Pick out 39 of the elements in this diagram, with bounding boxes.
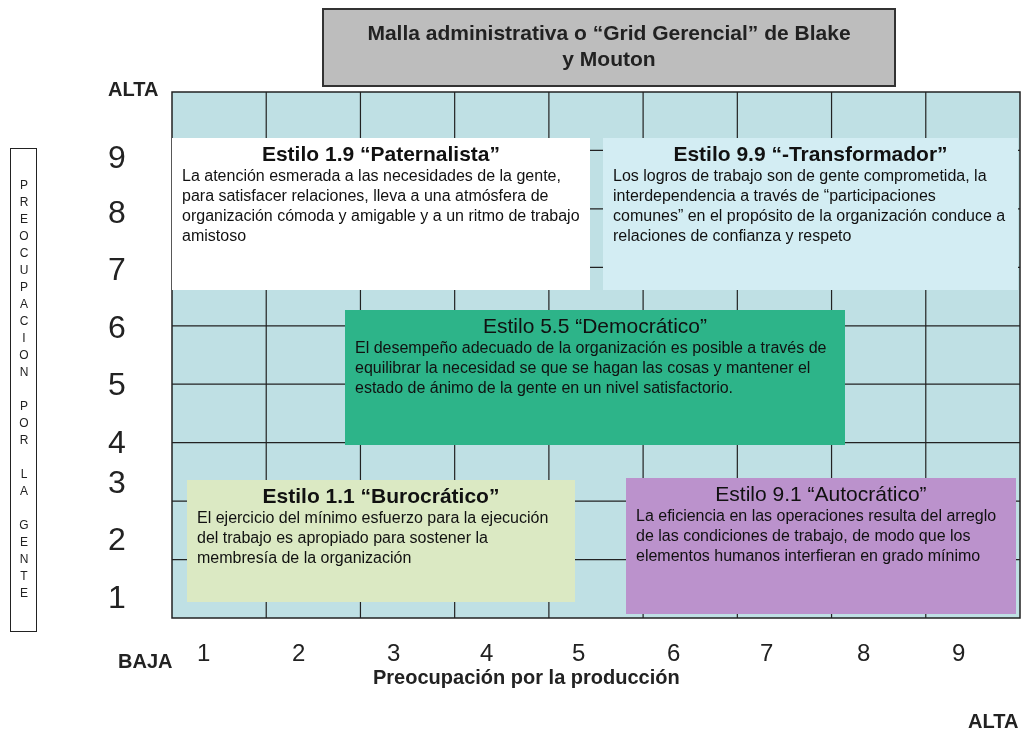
style-heading: Estilo 9.9 “-Transformador” <box>672 142 949 166</box>
style-box <box>345 310 845 445</box>
axis-tick-label: 5 <box>572 638 586 668</box>
axis-end-label: ALTA <box>108 78 159 101</box>
style-heading: Estilo 1.1 “Burocrático” <box>261 484 501 508</box>
axis-tick-label: 9 <box>952 638 966 668</box>
axis-tick-label: 8 <box>857 638 871 668</box>
axis-tick-label: 1 <box>108 580 126 614</box>
style-heading: Estilo 5.5 “Democrático” <box>481 314 709 338</box>
style-description: El ejercicio del mínimo esfuerzo para la ejecución del trabajo es apropiado para sostener la membresía de la organización <box>197 508 550 568</box>
axis-tick-label: 6 <box>108 310 126 344</box>
style-box <box>603 138 1018 290</box>
axis-tick-label: 5 <box>108 367 126 401</box>
style-description: Los logros de trabajo son de gente comprometida, la interdependencia a través de “participaciones comunes” en el propósito de la organización conduce a relaciones de confianza y respeto <box>613 166 1007 246</box>
axis-end-label: BAJA <box>118 650 173 673</box>
axis-title: Preocupación por la producción <box>373 666 680 689</box>
axis-tick-label: 6 <box>667 638 681 668</box>
style-box <box>172 138 590 290</box>
style-description: El desempeño adecuado de la organización es posible a través de equilibrar la necesidad se que se hagan las cosas y mantener el estado de ánimo de la gente en un nivel satisfactorio. <box>355 338 828 398</box>
axis-tick-label: 8 <box>108 195 126 229</box>
axis-end-label: ALTA <box>968 710 1019 733</box>
axis-tick-label: 1 <box>197 638 211 668</box>
axis-tick-label: 9 <box>108 140 126 174</box>
axis-tick-label: 4 <box>480 638 494 668</box>
style-description: La atención esmerada a las necesidades de la gente, para satisfacer relaciones, lleva a una atmósfera de organización cómoda y amigable y a un ritmo de trabajo amistoso <box>182 166 580 246</box>
axis-tick-label: 2 <box>292 638 306 668</box>
axis-tick-label: 3 <box>108 465 126 499</box>
axis-tick-label: 2 <box>108 522 126 556</box>
style-description: La eficiencia en las operaciones resulta del arreglo de las condiciones de trabajo, de modo que los elementos humanos interfieran en grado mínimo <box>636 506 998 566</box>
axis-tick-label: 7 <box>760 638 774 668</box>
axis-title: PREOCUPACION POR LA GENTE <box>10 148 37 632</box>
style-box <box>626 478 1016 614</box>
style-heading: Estilo 1.9 “Paternalista” <box>260 142 502 166</box>
style-heading: Estilo 9.1 “Autocrático” <box>714 482 928 506</box>
axis-tick-label: 3 <box>387 638 401 668</box>
axis-tick-label: 4 <box>108 425 126 459</box>
axis-tick-label: 7 <box>108 252 126 286</box>
title-box: Malla administrativa o “Grid Gerencial” de Blake y Mouton <box>322 8 896 87</box>
style-box <box>187 480 575 602</box>
